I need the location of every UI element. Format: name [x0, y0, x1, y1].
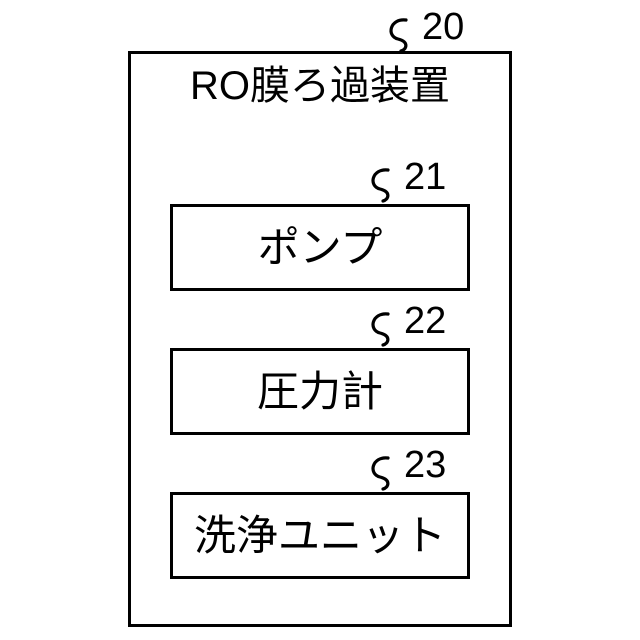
reference-number-21: 21 [404, 156, 447, 198]
reference-leader-21: 21 [358, 156, 478, 216]
reference-number-20: 20 [422, 6, 465, 48]
component-box-pump: ポンプ [170, 204, 470, 291]
leader-line-squiggle-icon [371, 168, 390, 203]
reference-number-23: 23 [404, 444, 447, 486]
leader-line-squiggle-icon [371, 312, 390, 347]
leader-line-squiggle-icon [371, 456, 390, 491]
reference-leader-23: 23 [358, 444, 478, 504]
leader-line-squiggle-icon [389, 18, 408, 53]
component-box-cleaning-unit: 洗浄ユニット [170, 492, 470, 579]
component-label-pressure-gauge: 圧力計 [256, 368, 383, 415]
component-label-pump: ポンプ [257, 224, 383, 271]
reference-leader-20: 20 [376, 6, 496, 66]
component-label-cleaning-unit: 洗浄ユニット [193, 512, 446, 559]
reference-number-22: 22 [404, 300, 447, 342]
component-box-pressure-gauge: 圧力計 [170, 348, 470, 435]
outer-apparatus-title: RO膜ろ過装置 [190, 64, 450, 108]
reference-leader-22: 22 [358, 300, 478, 360]
